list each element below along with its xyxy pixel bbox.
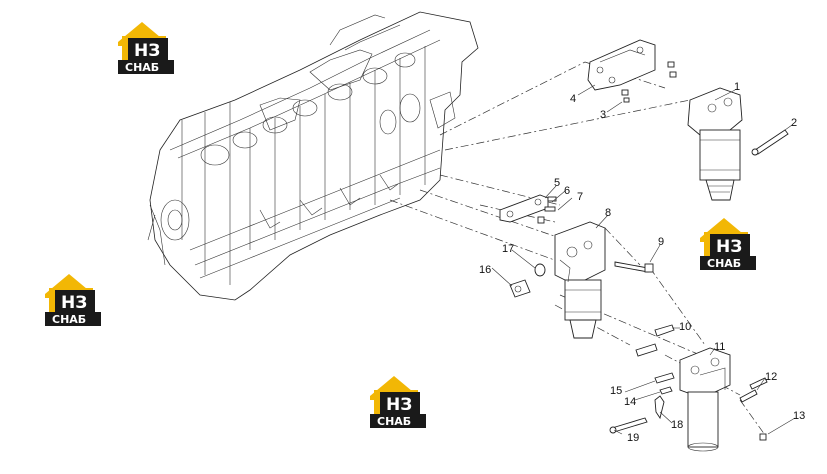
- watermark-logo-text-main: НЗ: [386, 395, 412, 415]
- part-16-fitting: [509, 279, 531, 298]
- watermark-logo-left: НЗ СНАБ: [45, 274, 101, 326]
- part-4-bracket: [587, 39, 656, 91]
- callout-15: 15: [610, 385, 622, 397]
- watermark-logo-text-sub: СНАБ: [377, 415, 411, 428]
- watermark-logo-right: НЗ СНАБ: [700, 218, 756, 270]
- part-10-stud: [635, 324, 675, 357]
- part-15-14-fittings: [654, 372, 675, 395]
- watermark-logo-text-sub: СНАБ: [125, 61, 159, 74]
- callout-8: 8: [605, 207, 611, 219]
- watermark-logo-top-left: НЗ СНАБ: [118, 22, 174, 74]
- watermark-logo-text-main: НЗ: [134, 41, 160, 61]
- callout-3: 3: [600, 109, 606, 121]
- callout-18: 18: [671, 419, 683, 431]
- part-8-fuel-filter: [554, 221, 606, 339]
- part-18-clip: [654, 395, 665, 420]
- watermark-logo-bottom-center: НЗ СНАБ: [370, 376, 426, 428]
- callout-6: 6: [564, 185, 570, 197]
- part-3-bolts: [621, 61, 677, 103]
- callout-7: 7: [577, 191, 583, 203]
- callout-14: 14: [624, 396, 636, 408]
- callout-labels: 1 2 3 4 5 6 7 8 9 10 11 12 13 14 15 16 1…: [479, 81, 805, 444]
- watermark-logo-text-main: НЗ: [61, 293, 87, 313]
- callout-1: 1: [734, 81, 740, 93]
- callout-4: 4: [570, 93, 576, 105]
- part-6-7-bolts: [537, 196, 557, 224]
- callout-2: 2: [791, 117, 797, 129]
- callout-16: 16: [479, 264, 491, 276]
- part-9-bolt: [614, 261, 654, 273]
- callout-19: 19: [627, 432, 639, 444]
- engine-block: [147, 11, 479, 301]
- part-2-bolt: [751, 129, 789, 156]
- part-1-fuel-filter: [687, 87, 743, 201]
- callout-9: 9: [658, 236, 664, 248]
- watermark-logo-text-sub: СНАБ: [707, 257, 741, 270]
- callout-13: 13: [793, 410, 805, 422]
- watermark-logo-text-sub: СНАБ: [52, 313, 86, 326]
- part-11-fuel-filter: [679, 347, 731, 452]
- callout-17: 17: [502, 243, 514, 255]
- part-12-bolt: [739, 377, 768, 403]
- part-13-plug: [759, 433, 767, 441]
- watermark-logo-text-main: НЗ: [716, 237, 742, 257]
- leader-lines: [491, 84, 796, 435]
- callout-5: 5: [554, 177, 560, 189]
- part-17-seal: [534, 263, 546, 277]
- callout-10: 10: [679, 321, 691, 333]
- callout-12: 12: [765, 371, 777, 383]
- callout-11: 11: [714, 341, 725, 353]
- part-19-bolt: [609, 417, 648, 434]
